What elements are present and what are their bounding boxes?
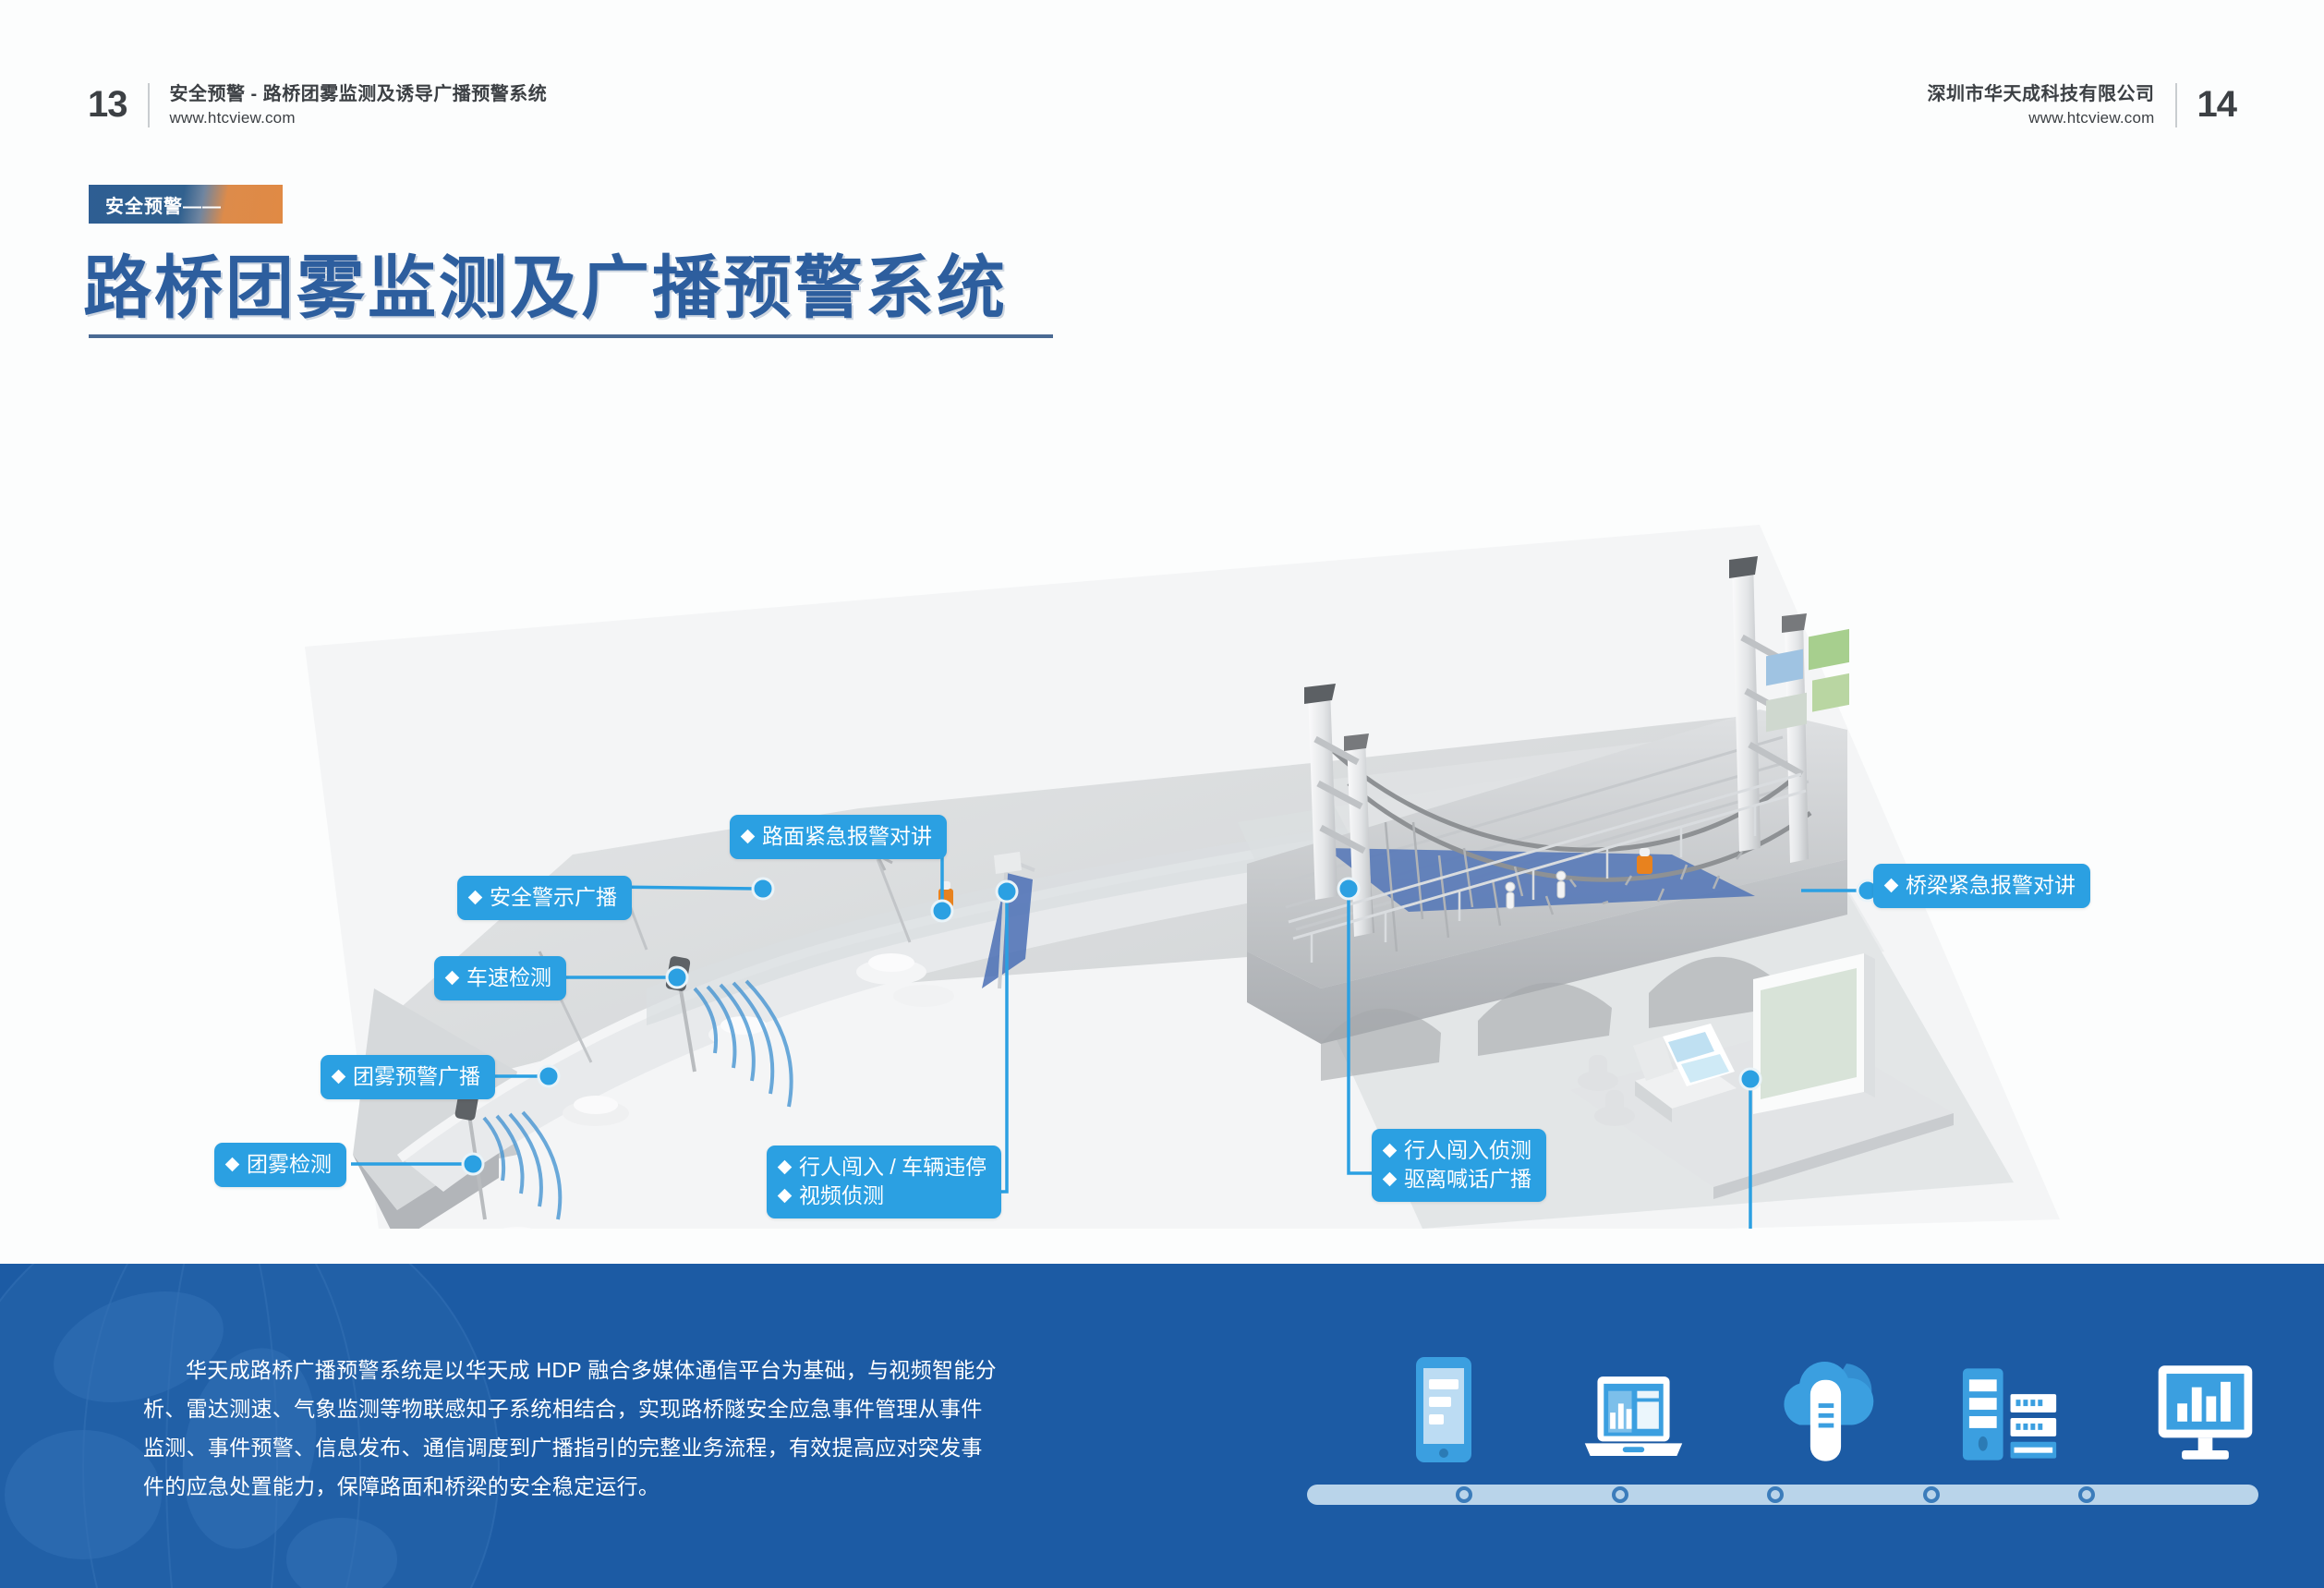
callout-label: 视频侦测 bbox=[799, 1183, 884, 1207]
callout-bridge-emergency-intercom[interactable]: 桥梁紧急报警对讲 bbox=[1873, 864, 2090, 908]
header-left: 13 安全预警 - 路桥团雾监测及诱导广播预警系统 www.htcview.co… bbox=[88, 83, 547, 127]
diamond-bullet-icon bbox=[1382, 1143, 1398, 1158]
diamond-bullet-icon bbox=[331, 1069, 346, 1085]
timeline-knob-2[interactable] bbox=[1612, 1486, 1628, 1503]
callout-label: 行人闯入侦测 bbox=[1404, 1138, 1531, 1162]
bridge-pylons bbox=[1304, 556, 1809, 937]
timeline-knob-5[interactable] bbox=[2078, 1486, 2095, 1503]
globe-graphic bbox=[0, 1264, 500, 1588]
diamond-bullet-icon bbox=[1883, 878, 1899, 893]
timeline-knob-1[interactable] bbox=[1456, 1486, 1472, 1503]
callout-vehicle-speed-detection[interactable]: 车速检测 bbox=[434, 956, 566, 1000]
footer-band bbox=[0, 1264, 2324, 1588]
diamond-bullet-icon bbox=[777, 1159, 793, 1175]
callout-label: 安全警示广播 bbox=[490, 885, 617, 909]
diamond-bullet-icon bbox=[1382, 1171, 1398, 1187]
page-title: 路桥团雾监测及广播预警系统 bbox=[83, 249, 1008, 326]
scene-illustration: 路面紧急报警对讲 安全警示广播 车速检测 团雾预警广播 团雾检测 行人闯入 / … bbox=[0, 342, 2324, 1529]
vehicles bbox=[563, 953, 954, 1126]
left-page-number: 13 bbox=[88, 84, 127, 125]
header-divider bbox=[147, 83, 150, 127]
callout-fog-detection[interactable]: 团雾检测 bbox=[214, 1143, 346, 1187]
callout-label: 团雾检测 bbox=[247, 1152, 332, 1176]
header-divider-right bbox=[2174, 83, 2177, 127]
page-header: 13 安全预警 - 路桥团雾监测及诱导广播预警系统 www.htcview.co… bbox=[0, 83, 2324, 148]
header-section-title: 安全预警 - 路桥团雾监测及诱导广播预警系统 bbox=[169, 84, 548, 104]
cloud-storage-icon[interactable] bbox=[1767, 1349, 1882, 1464]
bridge-pedestrians bbox=[1505, 870, 1567, 910]
leader-nodes bbox=[461, 877, 1880, 1176]
callout-label: 行人闯入 / 车辆违停 bbox=[799, 1155, 987, 1179]
bridge-worker bbox=[1637, 848, 1652, 874]
deck-handrail bbox=[1288, 772, 1807, 963]
control-room bbox=[1570, 628, 1954, 1199]
callout-label: 路面紧急报警对讲 bbox=[762, 824, 932, 848]
header-right: 深圳市华天成科技有限公司 www.htcview.com 14 bbox=[1928, 83, 2237, 127]
callout-label: 车速检测 bbox=[466, 965, 551, 989]
timeline-knob-4[interactable] bbox=[1923, 1486, 1940, 1503]
callout-label: 桥梁紧急报警对讲 bbox=[1906, 873, 2076, 897]
callout-intrusion-broadcast[interactable]: 行人闯入侦测 驱离喊话广播 bbox=[1372, 1129, 1546, 1202]
section-badge-label: 安全预警—— bbox=[105, 196, 222, 217]
diamond-bullet-icon bbox=[444, 970, 460, 986]
diamond-bullet-icon bbox=[467, 890, 483, 905]
laptop-icon[interactable] bbox=[1576, 1349, 1691, 1464]
callout-label: 团雾预警广播 bbox=[353, 1064, 480, 1088]
fog-cloud bbox=[502, 1227, 533, 1229]
diamond-bullet-icon bbox=[224, 1157, 240, 1172]
callout-road-emergency-intercom[interactable]: 路面紧急报警对讲 bbox=[730, 815, 947, 859]
header-company-name: 深圳市华天成科技有限公司 bbox=[1927, 84, 2155, 104]
diamond-bullet-icon bbox=[777, 1188, 793, 1204]
timeline-knob-3[interactable] bbox=[1767, 1486, 1784, 1503]
mobile-phone-icon[interactable] bbox=[1386, 1349, 1501, 1464]
callout-fog-warning-broadcast[interactable]: 团雾预警广播 bbox=[321, 1055, 495, 1099]
title-underline bbox=[89, 334, 1053, 338]
callout-safety-warning-broadcast[interactable]: 安全警示广播 bbox=[457, 876, 632, 920]
desktop-monitor-icon[interactable] bbox=[2148, 1349, 2263, 1464]
right-page-number: 14 bbox=[2197, 84, 2237, 125]
diamond-bullet-icon bbox=[740, 829, 756, 844]
header-left-url[interactable]: www.htcview.com bbox=[169, 109, 296, 127]
callout-video-detection[interactable]: 行人闯入 / 车辆违停 视频侦测 bbox=[767, 1146, 1002, 1218]
header-right-url[interactable]: www.htcview.com bbox=[2028, 109, 2155, 127]
footer-paragraph: 华天成路桥广播预警系统是以华天成 HDP 融合多媒体通信平台为基础，与视频智能分… bbox=[143, 1358, 997, 1498]
section-badge: 安全预警—— bbox=[89, 185, 283, 224]
callout-label: 驱离喊话广播 bbox=[1404, 1167, 1531, 1191]
server-rack-icon[interactable] bbox=[1957, 1349, 2073, 1464]
footer-icon-row bbox=[1386, 1344, 2263, 1464]
